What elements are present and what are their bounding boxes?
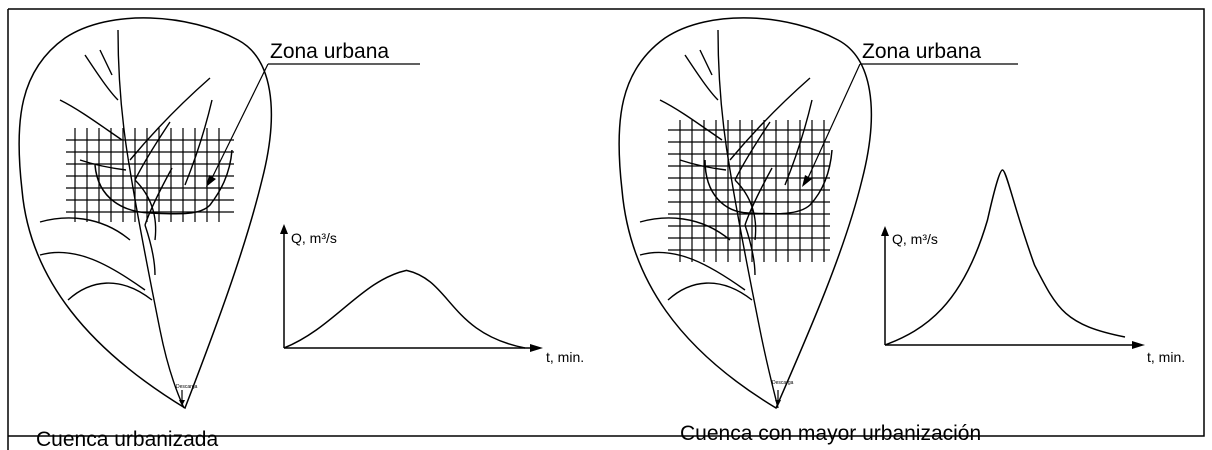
basin-outline (618, 17, 872, 410)
urban-grid (668, 120, 830, 262)
panel-right-text: Zona urbana Descarga Q, m³/s t, min. Cue… (680, 40, 1185, 445)
hydrograph-curve-broad (283, 269, 526, 349)
x-axis-label-left: t, min. (546, 349, 584, 365)
outlet-label-left: Descarga (176, 384, 198, 390)
outlet-arrowhead (775, 400, 781, 406)
x-axis-label-right: t, min. (1147, 349, 1185, 365)
river-network (639, 29, 813, 409)
zone-leader-line (807, 63, 861, 179)
outlet-label-right: Descarga (772, 380, 794, 386)
y-axis-arrow-right (881, 226, 889, 236)
zone-leader-arrowhead (802, 175, 812, 187)
zone-leader-line (211, 63, 269, 179)
urban-zone-boundary (94, 149, 233, 215)
zone-label-left: Zona urbana (270, 40, 389, 63)
x-axis-arrow-right (1132, 341, 1145, 349)
urban-zone-boundary (704, 149, 833, 215)
outlet-arrowhead (179, 400, 185, 406)
zone-label-right: Zona urbana (862, 40, 981, 63)
panel-right (618, 17, 1145, 410)
hydrograph-axes-left (283, 230, 535, 349)
basin-outline (18, 17, 272, 410)
panel-left-text: Zona urbana Descarga Q, m³/s t, min. Cue… (36, 40, 584, 450)
caption-left: Cuenca urbanizada (36, 428, 218, 450)
hydrograph-curve-sharp (884, 169, 1126, 346)
zone-leader-arrowhead (206, 175, 216, 187)
y-axis-label-right: Q, m³/s (892, 231, 938, 247)
figure-frame (7, 8, 1205, 450)
caption-right: Cuenca con mayor urbanización (680, 422, 981, 445)
panel-left (18, 17, 543, 410)
river-network (39, 29, 213, 409)
urban-grid (66, 128, 234, 222)
hydrograph-axes-right (884, 232, 1137, 346)
x-axis-arrow-left (530, 344, 543, 352)
y-axis-arrow-left (280, 224, 288, 234)
y-axis-label-left: Q, m³/s (291, 230, 337, 246)
